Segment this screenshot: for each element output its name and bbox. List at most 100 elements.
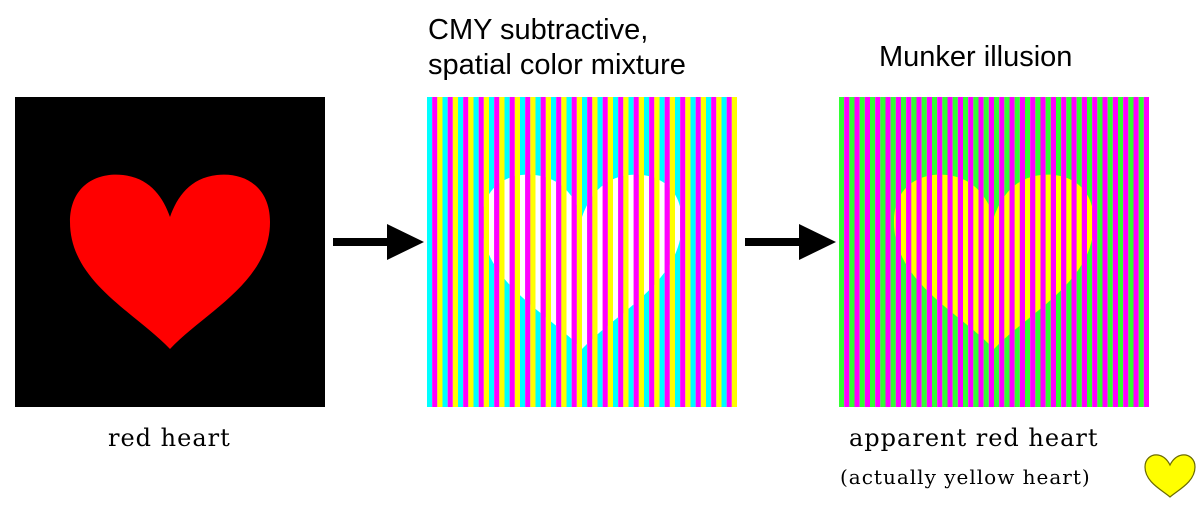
stripe (870, 97, 876, 407)
stripe (530, 174, 536, 349)
stripe (875, 97, 881, 407)
stripe (690, 97, 696, 407)
right-arrow-icon (745, 224, 836, 260)
stripe (957, 174, 963, 349)
stripe (587, 174, 593, 349)
stripe (602, 174, 608, 349)
stripe (576, 174, 582, 349)
stripe (1045, 174, 1051, 349)
stripe (926, 174, 932, 349)
stripe (1123, 97, 1129, 407)
munker-title: Munker illusion (879, 41, 1073, 73)
stripe (685, 97, 691, 407)
stripe (442, 97, 448, 407)
stripe (1133, 97, 1139, 407)
stripe (1014, 174, 1020, 349)
stripe (514, 174, 520, 349)
stripe (1092, 97, 1098, 407)
stripe (854, 97, 860, 407)
stripe (942, 174, 948, 349)
apparent-red-heart-caption: apparent red heart (849, 424, 1099, 452)
stripe (680, 97, 686, 407)
stripe (638, 174, 644, 349)
stripe (504, 174, 510, 349)
stripe (849, 97, 855, 407)
stripe (890, 97, 896, 407)
stripe (483, 97, 489, 407)
stripe (1118, 97, 1124, 407)
stripe (1107, 97, 1113, 407)
stripe (478, 97, 484, 407)
stripe (664, 174, 670, 349)
cmy-title-line1: CMY subtractive, (428, 14, 649, 46)
stripe (1004, 174, 1010, 349)
munker-illusion-panel (839, 97, 1149, 407)
stripe (706, 97, 712, 407)
red-heart-panel (15, 97, 325, 407)
stripe (906, 174, 912, 349)
stripe (1097, 97, 1103, 407)
stripe (700, 97, 706, 407)
heart-icon (1144, 454, 1196, 498)
stripe (644, 174, 650, 349)
stripe (1050, 174, 1056, 349)
stripe (561, 174, 567, 349)
stripe (968, 174, 974, 349)
stripe (947, 174, 953, 349)
stripe (880, 97, 886, 407)
stripe (597, 174, 603, 349)
stripe (473, 97, 479, 407)
stripe (499, 174, 505, 349)
stripe (675, 97, 681, 407)
stripe (437, 97, 443, 407)
stripe (963, 174, 969, 349)
stripe (1009, 174, 1015, 349)
stripe (716, 97, 722, 407)
stripe (839, 97, 845, 407)
stripe (921, 174, 927, 349)
stripe (525, 174, 531, 349)
stripe (1128, 97, 1134, 407)
stripe (1066, 174, 1072, 349)
stripe (571, 174, 577, 349)
stripe (649, 174, 655, 349)
stripe (916, 174, 922, 349)
stripe (983, 174, 989, 349)
stripe (623, 174, 629, 349)
stripe (494, 174, 500, 349)
red-heart-figure (15, 97, 325, 407)
munker-heart-stripes (894, 174, 1094, 349)
stripe (937, 174, 943, 349)
stripe (633, 174, 639, 349)
stripe (844, 97, 850, 407)
stripe (540, 174, 546, 349)
stripe (452, 97, 458, 407)
stripe (1076, 174, 1082, 349)
stripe (628, 174, 634, 349)
stripe (535, 174, 541, 349)
stripe (721, 97, 727, 407)
stripe (509, 174, 515, 349)
stripe (952, 174, 958, 349)
stripe (618, 174, 624, 349)
stripe (999, 174, 1005, 349)
stripe (1071, 174, 1077, 349)
stripe (556, 174, 562, 349)
stripe (885, 97, 891, 407)
stripe (1040, 174, 1046, 349)
munker-illusion-figure (839, 97, 1149, 407)
stripe (911, 174, 917, 349)
stripe (978, 174, 984, 349)
stripe (932, 174, 938, 349)
stripe (1019, 174, 1025, 349)
red-heart-shape (70, 174, 270, 349)
cmy-stripes-figure (427, 97, 737, 407)
stripe (427, 97, 433, 407)
stripe (1030, 174, 1036, 349)
stripe (859, 97, 865, 407)
stripe (551, 174, 557, 349)
stripe (607, 174, 613, 349)
stripe (613, 174, 619, 349)
stripe (1112, 97, 1118, 407)
stripe (458, 97, 464, 407)
